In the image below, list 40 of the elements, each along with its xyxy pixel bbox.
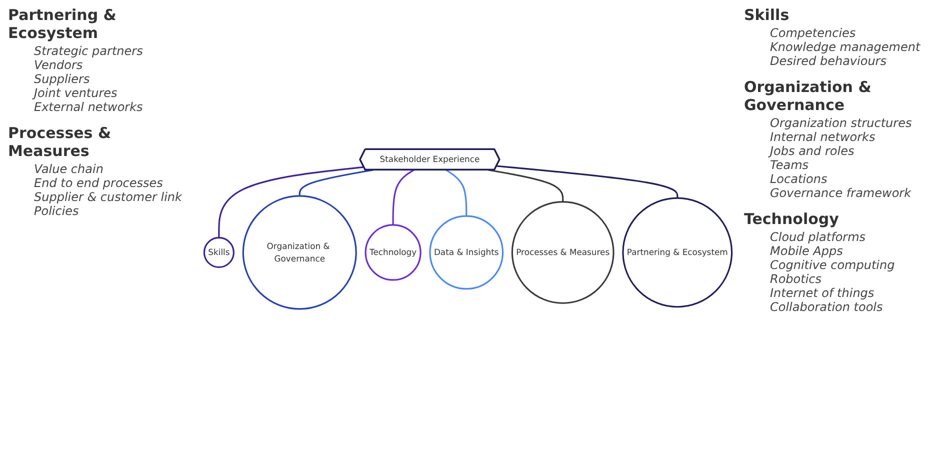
connector	[218, 166, 364, 238]
bullet-item: Robotics	[770, 272, 822, 286]
bullet-item: Value chain	[34, 162, 104, 176]
connector	[446, 169, 468, 216]
bullet-item: Competencies	[770, 26, 857, 40]
bullet-item: Strategic partners	[34, 44, 144, 58]
section-heading: Partnering & Ecosystem	[8, 6, 118, 42]
connector	[488, 169, 564, 202]
connector	[392, 169, 414, 225]
node-circle: Organization & Governance	[242, 195, 357, 310]
bullet-item: Desired behaviours	[770, 54, 888, 68]
bullet-item: Organization structures	[770, 116, 913, 130]
node-circle: Processes & Measures	[511, 200, 614, 304]
node-circle: Technology	[364, 224, 422, 281]
bullet-item: Internet of things	[770, 286, 876, 300]
node-circle: Data & Insights	[429, 215, 504, 290]
bullet-item: Mobile Apps	[770, 244, 844, 258]
bullet-item: Knowledge management	[770, 40, 922, 54]
bullet-item: End to end processes	[34, 176, 164, 190]
bullet-item: Governance framework	[770, 186, 912, 200]
bullet-item: Teams	[770, 158, 810, 172]
bullet-item: Suppliers	[34, 72, 91, 86]
bullet-item: Collaboration tools	[770, 300, 884, 314]
bullet-item: Cloud platforms	[770, 230, 867, 244]
section-heading: Technology	[744, 210, 840, 228]
node-circle: Skills	[203, 236, 234, 268]
bullet-item: Jobs and roles	[770, 144, 856, 158]
bullet-item: Supplier & customer link	[34, 190, 184, 204]
bullet-item: Internal networks	[770, 130, 876, 144]
connector	[298, 169, 374, 196]
bullet-item: Policies	[34, 204, 80, 218]
bullet-item: Cognitive computing	[770, 258, 896, 272]
bullet-item: Vendors	[34, 58, 84, 72]
bullet-item: Locations	[770, 172, 828, 186]
node-circle: Partnering & Ecosystem	[622, 197, 733, 308]
section-heading: Processes & Measures	[8, 124, 112, 160]
bullet-item: External networks	[34, 100, 144, 114]
section-heading: Skills	[744, 6, 790, 24]
bullet-item: Joint ventures	[34, 86, 118, 100]
section-heading: Organization & Governance	[744, 78, 872, 114]
